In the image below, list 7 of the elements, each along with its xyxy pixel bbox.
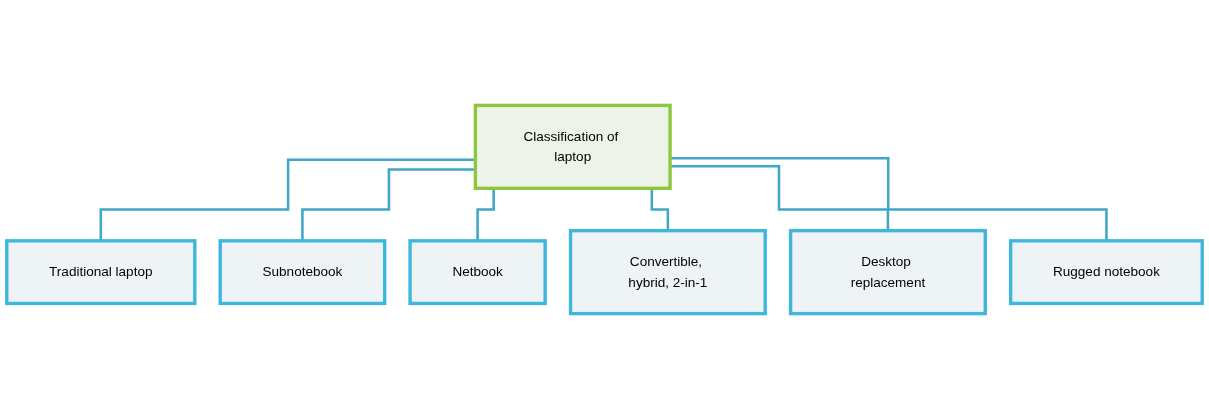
node-box: Traditional laptop	[5, 239, 197, 306]
node-box: Desktop replacement	[788, 228, 987, 316]
node-box: Rugged notebook	[1008, 239, 1204, 306]
node-box: Classification of laptop	[473, 103, 672, 191]
node-box: Subnotebook	[218, 239, 387, 306]
node-box: Convertible, hybrid, 2-in-1	[568, 228, 767, 316]
node-box: Netbook	[408, 239, 547, 306]
